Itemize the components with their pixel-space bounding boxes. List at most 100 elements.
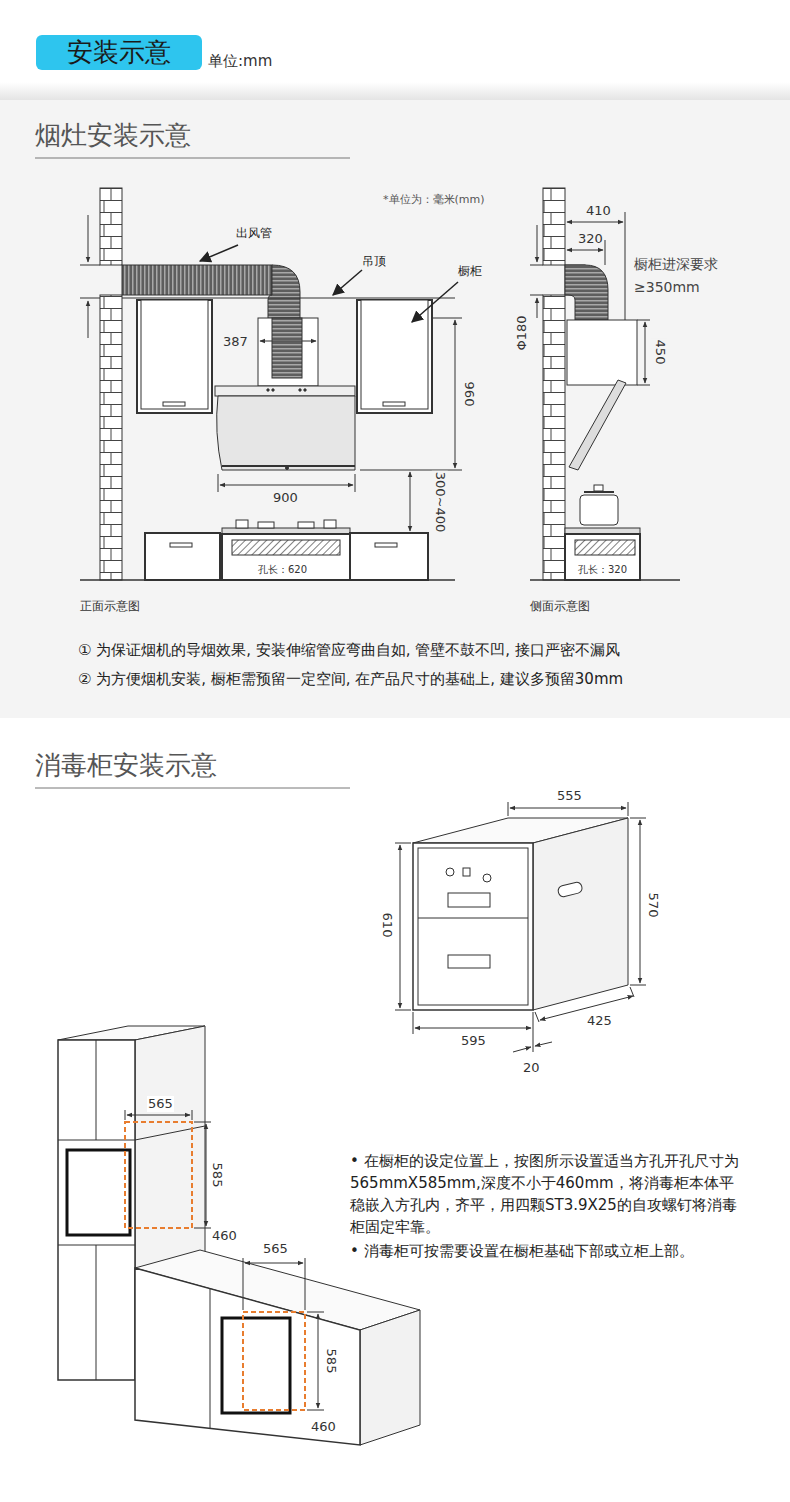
side-view — [567, 250, 603, 251]
title-text: 安装示意 — [67, 38, 171, 67]
dimension: 610 — [379, 912, 395, 939]
page-ground — [0, 0, 790, 82]
page-ground — [35, 158, 350, 159]
sterilizer-box — [630, 818, 646, 819]
front-view — [268, 265, 300, 320]
dimension: 565 — [262, 1241, 289, 1257]
hole-length: 孔长：320 — [578, 564, 627, 576]
front-view — [375, 543, 397, 547]
sterilizer-box — [628, 802, 629, 816]
dimension: 960 — [461, 381, 477, 408]
sterilizer-box — [535, 1042, 552, 1046]
side-view — [530, 188, 680, 580]
sterilizer-box — [557, 881, 583, 897]
callout-arrows — [333, 270, 362, 295]
sterilizer-box — [533, 818, 628, 1010]
hole-length: 孔长：620 — [258, 564, 307, 576]
front-view — [304, 389, 306, 391]
front-view — [383, 402, 405, 406]
dimension: 320 — [577, 231, 604, 247]
cabinet-illustration — [135, 1268, 360, 1445]
view-caption: 正面示意图 — [80, 599, 140, 613]
side-view — [594, 485, 603, 491]
dimension: 565 — [147, 1096, 174, 1112]
cabinet-illustration — [194, 1228, 211, 1229]
title-badge: 安装示意 — [36, 35, 202, 70]
cabinet-illustration — [210, 1289, 211, 1428]
callout-arrows — [200, 245, 238, 261]
cabinet-illustration — [96, 1245, 97, 1380]
cabinet-illustration — [243, 1312, 305, 1410]
sterilizer-box — [446, 868, 454, 876]
sterilizer-box — [400, 845, 401, 1008]
callout-arrows — [200, 245, 458, 322]
front-view — [355, 474, 356, 492]
cabinet-illustration — [192, 1110, 193, 1120]
sterilizer-box — [395, 1010, 411, 1011]
dimension: 300~400 — [432, 471, 448, 534]
cabinet-illustration — [305, 1258, 306, 1310]
front-view — [100, 295, 122, 580]
view-caption: 侧面示意图 — [530, 599, 590, 613]
sterilizer-box — [413, 843, 533, 1010]
sterilizer-box — [415, 1028, 531, 1029]
front-view — [410, 472, 411, 531]
sterilizer-box — [535, 1012, 539, 1022]
sterilizer-box — [395, 802, 646, 1052]
section-heading: 烟灶安装示意 — [35, 120, 191, 151]
dimension: 570 — [645, 892, 661, 919]
cabinet-illustration — [135, 1126, 205, 1140]
dimension: 20 — [522, 1060, 541, 1076]
dimension: 425 — [586, 1013, 613, 1029]
sterilizer-box — [418, 918, 528, 919]
cabinet-illustration — [245, 1263, 303, 1264]
dimension: 460 — [310, 1419, 337, 1435]
front-view — [236, 520, 248, 528]
dimension: 585 — [323, 1348, 339, 1375]
side-view — [543, 188, 565, 265]
dimension: 450 — [652, 339, 668, 366]
unit-note: *单位为：毫米(mm) — [383, 193, 485, 206]
front-view — [218, 474, 219, 492]
front-view — [258, 522, 274, 528]
front-view — [80, 579, 455, 581]
side-view — [637, 320, 650, 321]
sterilizer-box — [448, 893, 490, 907]
front-view — [100, 188, 122, 265]
sterilizer-box — [448, 955, 490, 968]
side-view — [530, 295, 543, 296]
front-view — [122, 298, 455, 299]
page-ground — [35, 788, 350, 789]
sterilizer-box — [533, 1012, 534, 1052]
side-view — [645, 322, 646, 383]
front-view — [272, 389, 274, 391]
dimension: 460 — [211, 1228, 238, 1244]
depth-note: 橱柜进深要求 — [634, 256, 718, 273]
dimension: 555 — [556, 788, 583, 804]
front-view — [350, 533, 428, 580]
sterilizer-box — [413, 1012, 414, 1034]
sterilizer-box — [513, 1047, 531, 1052]
front-view — [232, 540, 340, 555]
side-view — [637, 385, 650, 386]
sterilizer-box — [418, 848, 528, 1005]
cabinet-illustration — [96, 1040, 97, 1140]
front-view — [145, 533, 220, 580]
note: ① 为保证烟机的导烟效果, 安装伸缩管应弯曲自如, 管壁不鼓不凹, 接口严密不漏… — [78, 641, 620, 659]
cabinet-illustration — [206, 1124, 207, 1226]
side-view — [565, 265, 608, 320]
front-view — [272, 318, 302, 378]
cabinet-illustration — [222, 1318, 290, 1413]
sterilizer-box — [395, 843, 411, 844]
sterilizer-box — [630, 985, 646, 986]
sterilizer-box — [640, 820, 641, 983]
front-view — [455, 320, 456, 468]
side-view — [565, 534, 640, 580]
side-view — [567, 320, 637, 385]
dimension: 387 — [222, 334, 249, 350]
front-view — [220, 485, 353, 486]
front-view — [80, 188, 462, 580]
cabinet-illustration — [125, 1110, 126, 1120]
front-view — [298, 522, 314, 528]
